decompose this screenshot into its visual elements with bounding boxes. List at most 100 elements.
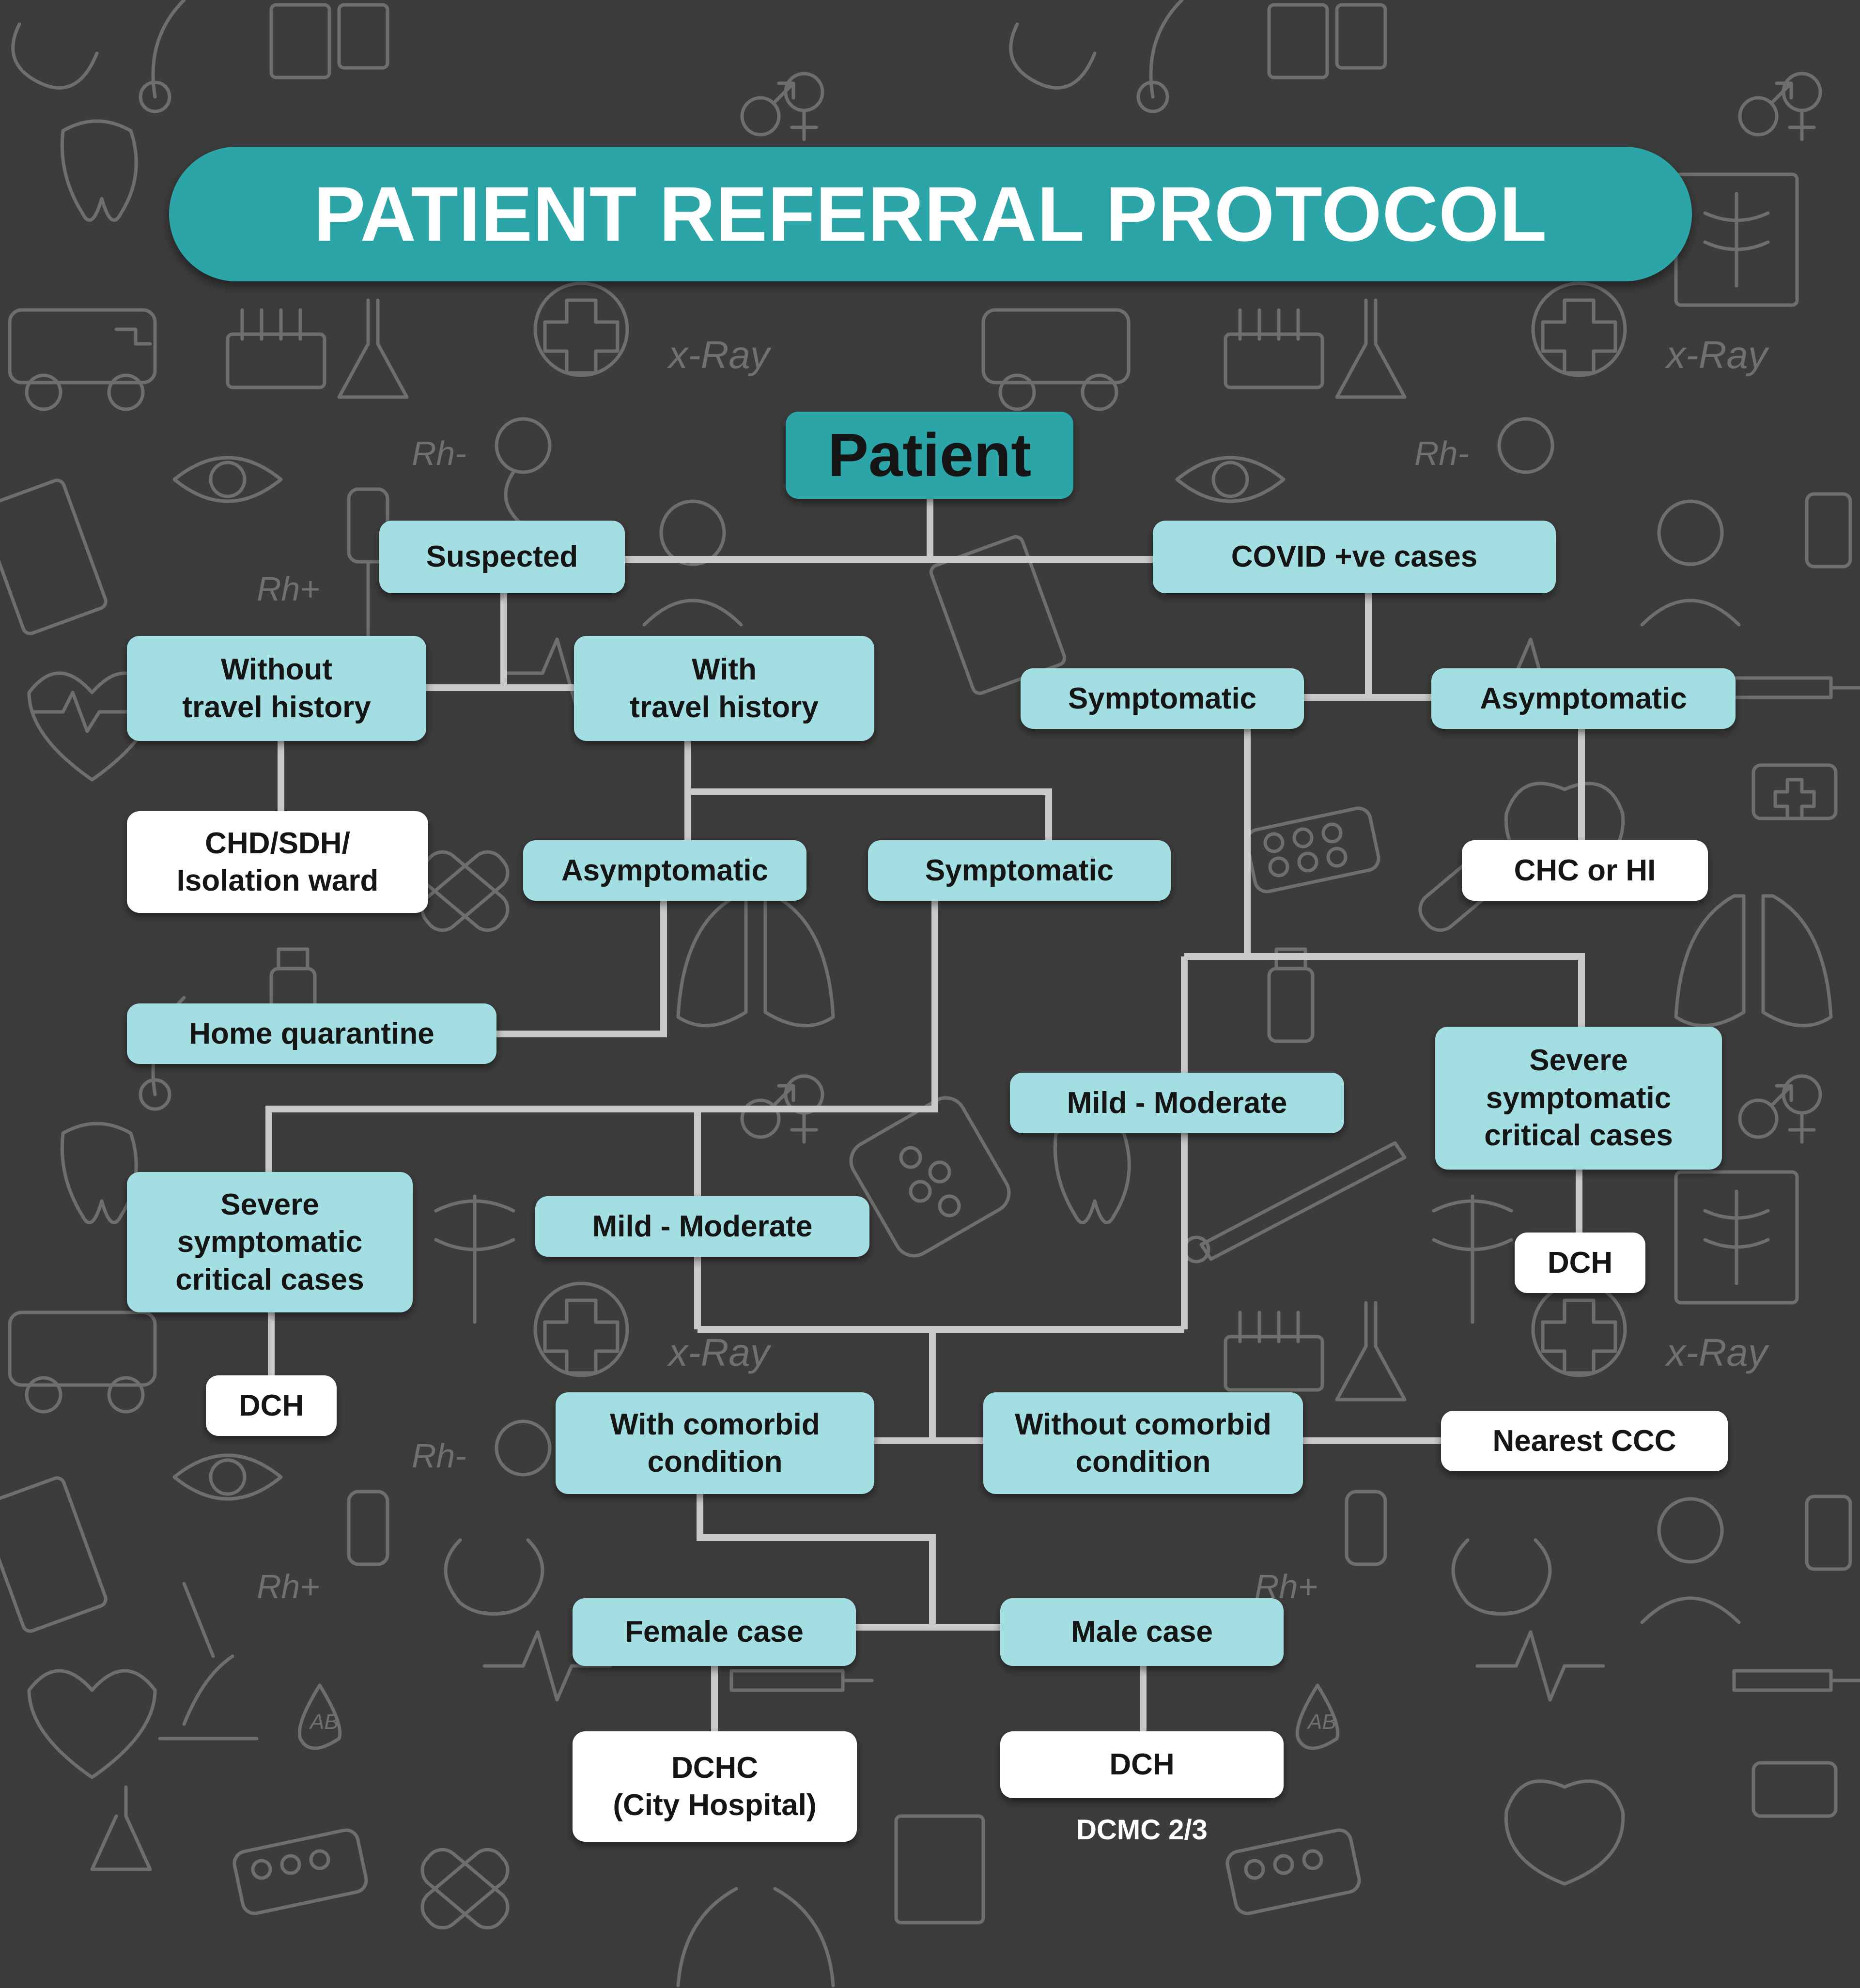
bottle-icon bbox=[1805, 492, 1852, 569]
heart-icon bbox=[27, 1669, 157, 1779]
pill-blister-icon bbox=[1225, 1828, 1361, 1915]
suspected-severe-critical-node: Severe symptomatic critical cases bbox=[127, 1172, 413, 1312]
male-case-node: Male case bbox=[1000, 1598, 1284, 1666]
without-travel-history-node: Without travel history bbox=[127, 636, 426, 741]
bottle-icon bbox=[1805, 1495, 1852, 1571]
pill-blister-icon bbox=[1245, 806, 1380, 894]
rh-minus-doodle-label: Rh- bbox=[1414, 434, 1469, 472]
test-tubes-icon bbox=[226, 308, 326, 389]
gender-symbols-icon bbox=[740, 1074, 824, 1144]
suspected-mild-moderate-node: Mild - Moderate bbox=[535, 1196, 869, 1257]
ecg-line-icon bbox=[482, 1630, 612, 1702]
xray-frame-icon bbox=[1674, 1170, 1799, 1305]
bandage-icon bbox=[420, 1848, 510, 1930]
xray-doodle-label: x-Ray bbox=[1664, 1331, 1770, 1374]
medicine-box-icon bbox=[1267, 3, 1387, 79]
without-comorbid-node: Without comorbid condition bbox=[983, 1392, 1303, 1494]
ambulance-icon bbox=[8, 1310, 157, 1414]
medical-cross-icon bbox=[533, 281, 629, 377]
apple-icon bbox=[1504, 1779, 1625, 1886]
nurse-icon bbox=[1640, 499, 1741, 627]
covid-severe-critical-node: Severe symptomatic critical cases bbox=[1435, 1027, 1722, 1170]
medicine-box-icon bbox=[894, 1814, 985, 1925]
nearest-ccc-node: Nearest CCC bbox=[1441, 1411, 1728, 1471]
flask-icon bbox=[90, 1785, 152, 1871]
with-travel-history-node: With travel history bbox=[574, 636, 874, 741]
clipboard-icon bbox=[0, 1476, 108, 1633]
eye-icon bbox=[1175, 456, 1286, 503]
blood-drop-icon bbox=[1295, 1683, 1340, 1750]
eye-icon bbox=[172, 1453, 283, 1501]
first-aid-kit-icon bbox=[1752, 763, 1838, 820]
lungs-icon bbox=[676, 894, 835, 1028]
caring-hands-icon bbox=[1451, 1538, 1552, 1616]
nurse-icon bbox=[1640, 1497, 1741, 1624]
male-dch-node: DCH bbox=[1000, 1731, 1284, 1798]
first-aid-kit-icon bbox=[1752, 1761, 1838, 1818]
medicine-box-icon bbox=[269, 3, 389, 79]
covid-asymptomatic-node: Asymptomatic bbox=[1431, 668, 1736, 729]
stethoscope-icon bbox=[1009, 0, 1184, 113]
chd-sdh-isolation-node: CHD/SDH/ Isolation ward bbox=[127, 811, 428, 913]
medical-cross-icon bbox=[1531, 281, 1627, 377]
flask-icon bbox=[1335, 298, 1407, 399]
dchc-city-hospital-node: DCHC (City Hospital) bbox=[573, 1731, 857, 1842]
pill-blister-icon bbox=[232, 1828, 368, 1915]
covid-positive-node: COVID +ve cases bbox=[1153, 521, 1556, 593]
test-tubes-icon bbox=[1224, 1310, 1324, 1392]
caring-hands-icon bbox=[444, 1538, 544, 1616]
blood-drop-icon bbox=[297, 1683, 342, 1750]
fetus-icon bbox=[495, 1419, 552, 1477]
xray-doodle-label: x-Ray bbox=[666, 333, 772, 376]
suspected-symptomatic-node: Symptomatic bbox=[868, 840, 1171, 901]
ab-doodle-label: AB bbox=[309, 1710, 339, 1734]
flask-icon bbox=[337, 298, 409, 399]
caduceus-icon bbox=[434, 1194, 515, 1324]
with-comorbid-node: With comorbid condition bbox=[556, 1392, 874, 1494]
xray-doodle-label: x-Ray bbox=[1664, 333, 1770, 376]
gender-symbols-icon bbox=[1738, 1074, 1822, 1144]
ab-doodle-label: AB bbox=[1306, 1710, 1336, 1734]
rh-plus-doodle-label: Rh+ bbox=[257, 1568, 320, 1605]
title-banner: PATIENT REFERRAL PROTOCOL bbox=[169, 147, 1692, 281]
fetus-icon bbox=[1497, 417, 1554, 474]
male-dch-caption: DCMC 2/3 bbox=[1076, 1814, 1208, 1846]
microscope-icon bbox=[158, 1582, 259, 1741]
medical-cross-icon bbox=[533, 1281, 629, 1377]
gender-symbols-icon bbox=[740, 72, 824, 141]
tooth-icon bbox=[60, 119, 138, 222]
gender-symbols-icon bbox=[1738, 72, 1822, 141]
syringe-icon bbox=[1732, 1669, 1860, 1692]
syringe-icon bbox=[729, 1669, 874, 1692]
clipboard-icon bbox=[0, 478, 108, 635]
suspected-severe-dch-node: DCH bbox=[206, 1375, 337, 1436]
test-tubes-icon bbox=[1224, 308, 1324, 389]
suspected-node: Suspected bbox=[379, 521, 625, 593]
suspected-asymptomatic-node: Asymptomatic bbox=[523, 840, 806, 901]
covid-symptomatic-node: Symptomatic bbox=[1021, 668, 1304, 729]
nurse-icon bbox=[642, 499, 743, 627]
lungs-icon bbox=[1674, 894, 1833, 1028]
iv-drip-icon bbox=[347, 1490, 389, 1566]
xray-doodle-label: x-Ray bbox=[666, 1331, 772, 1374]
covid-mild-moderate-node: Mild - Moderate bbox=[1010, 1073, 1344, 1133]
caduceus-icon bbox=[1432, 1194, 1513, 1324]
stethoscope-icon bbox=[11, 0, 186, 113]
iv-drip-icon bbox=[1345, 1490, 1387, 1566]
pill-blister-icon bbox=[849, 1096, 1011, 1258]
chc-or-hi-node: CHC or HI bbox=[1462, 840, 1708, 901]
home-quarantine-node: Home quarantine bbox=[127, 1003, 496, 1064]
page-title: PATIENT REFERRAL PROTOCOL bbox=[313, 170, 1548, 257]
ambulance-icon bbox=[8, 308, 157, 411]
fetus-icon bbox=[495, 417, 552, 527]
ecg-line-icon bbox=[1475, 1630, 1605, 1702]
ambulance-icon bbox=[981, 308, 1131, 411]
rh-minus-doodle-label: Rh- bbox=[412, 434, 466, 472]
female-case-node: Female case bbox=[573, 1598, 856, 1666]
flask-icon bbox=[1335, 1301, 1407, 1402]
rh-minus-doodle-label: Rh- bbox=[412, 1437, 466, 1475]
eye-icon bbox=[172, 456, 283, 503]
patient-node: Patient bbox=[786, 412, 1073, 499]
lungs-icon bbox=[676, 1887, 835, 1988]
